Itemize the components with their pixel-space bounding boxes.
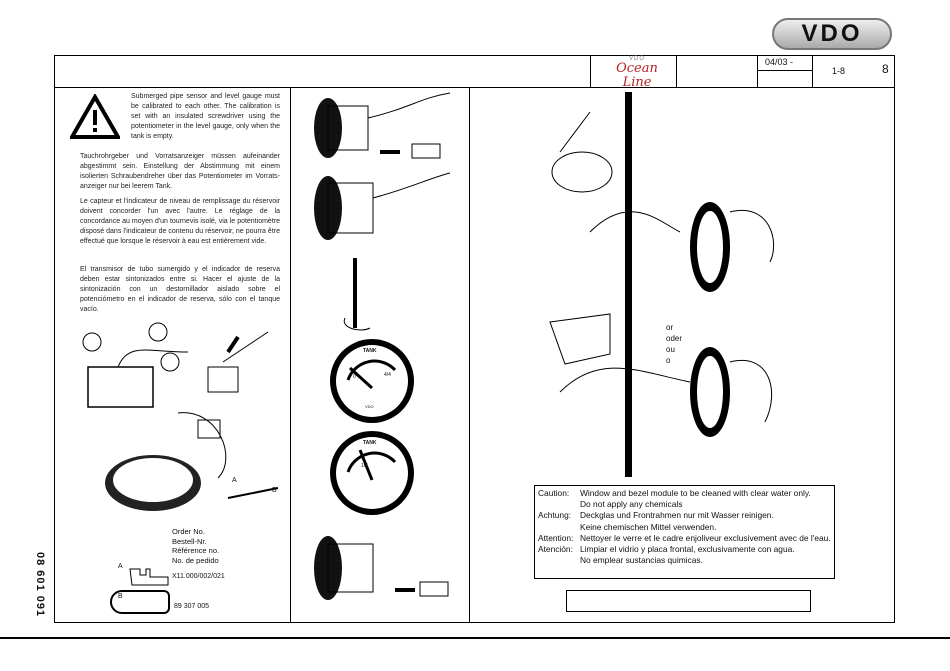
label-b: B <box>272 487 277 494</box>
page-frame <box>54 55 895 623</box>
gauge-label: TANK <box>363 348 377 354</box>
calibration-fr: Le capteur et l'indicateur de niveau de … <box>80 198 280 245</box>
column-divider <box>469 88 470 622</box>
divider <box>757 55 758 87</box>
order-label: Référence no. <box>172 546 220 555</box>
bezel-cleaning-illustrations <box>549 92 775 477</box>
warning-icon <box>70 94 120 139</box>
header-divider <box>54 87 895 88</box>
label-a: A <box>232 477 237 484</box>
order-labels: Order No. Bestell-Nr. Référence no. No. … <box>172 527 219 565</box>
caution-row: Achtung: Deckglas und Frontrahmen nur mit… <box>538 510 831 521</box>
part-a-number: X11.000/002/021 <box>172 573 225 580</box>
part-a-label: A <box>118 563 123 570</box>
calibration-es: El transmisor de tubo sumergido y el ind… <box>80 266 280 313</box>
order-label: Order No. <box>172 527 205 536</box>
caution-line: Window and bezel module to be cleaned wi… <box>580 488 811 498</box>
caution-row: Keine chemischen Mittel verwenden. <box>538 522 831 533</box>
connector-a-icon <box>129 568 169 586</box>
gauge-label-2: TANK <box>363 440 377 446</box>
divider <box>676 55 677 87</box>
date: 04/03 - <box>765 57 794 67</box>
part-b-number: 89 307 005 <box>174 603 210 610</box>
caution-line: Limpiar el vidrio y placa frontal, exclu… <box>580 544 795 555</box>
vdo-logo: VDO <box>772 18 892 50</box>
or-label: ou <box>666 345 675 354</box>
footer-rule <box>0 637 950 639</box>
or-label: oder <box>666 334 683 343</box>
gauge-min: 0 <box>353 374 356 380</box>
calibration-en: Submerged pipe sensor and level gauge mu… <box>131 93 280 140</box>
gauge-assembly-illustrations <box>314 92 451 600</box>
caution-line: Nettoyer le verre et le cadre enjoliveur… <box>580 532 831 543</box>
caution-key: Atención: <box>538 544 573 555</box>
or-label: o <box>666 356 671 365</box>
document-number: 08 601 091 <box>34 552 46 618</box>
caution-row: No emplear sustancias quimicas. <box>538 555 831 566</box>
caution-row: Atención: Limpiar el vidrio y placa front… <box>538 544 831 555</box>
caution-row: Do not apply any chemicals <box>538 499 831 510</box>
caution-line: Deckglas und Frontrahmen nur mit Wasser … <box>580 510 774 521</box>
gauge-back-illustration <box>105 412 279 511</box>
gauge-quarter: 1/4 <box>361 463 368 469</box>
insulating-sleeve-b-icon <box>110 590 170 614</box>
caution-line: Do not apply any chemicals <box>580 499 683 510</box>
gauge-brand: VDO <box>365 404 374 409</box>
caution-key: Achtung: <box>538 510 572 521</box>
battery-wiring-illustration <box>82 322 269 408</box>
calibration-de: Tauchrohrgeber und Vorratsanzeiger müsse… <box>80 153 280 190</box>
caution-row: Attention: Nettoyer le verre et le cadre … <box>538 533 831 544</box>
order-label: Bestell-Nr. <box>172 536 207 546</box>
column-divider <box>290 88 291 622</box>
order-label: No. de pedido <box>172 555 219 565</box>
ocean-line-logo: VDO Ocean Line <box>616 56 658 90</box>
divider <box>812 55 813 87</box>
caution-key: Caution: <box>538 488 570 498</box>
caution-line: Keine chemischen Mittel verwenden. <box>580 521 717 532</box>
gauge-full: 4/4 <box>384 372 391 378</box>
page-number: 8 <box>882 62 889 76</box>
caution-box: Caution: Window and bezel module to be cl… <box>534 485 835 579</box>
pages-range: 1-8 <box>832 66 846 76</box>
divider <box>590 55 591 87</box>
divider <box>757 70 812 71</box>
empty-note-box <box>566 590 811 612</box>
or-label: or <box>666 323 674 332</box>
caution-row: Caution: Window and bezel module to be cl… <box>538 488 831 499</box>
caution-line: No emplear sustancias quimicas. <box>580 555 703 566</box>
or-labels: or oder ou o <box>666 322 682 366</box>
caution-key: Attention: <box>538 532 574 543</box>
